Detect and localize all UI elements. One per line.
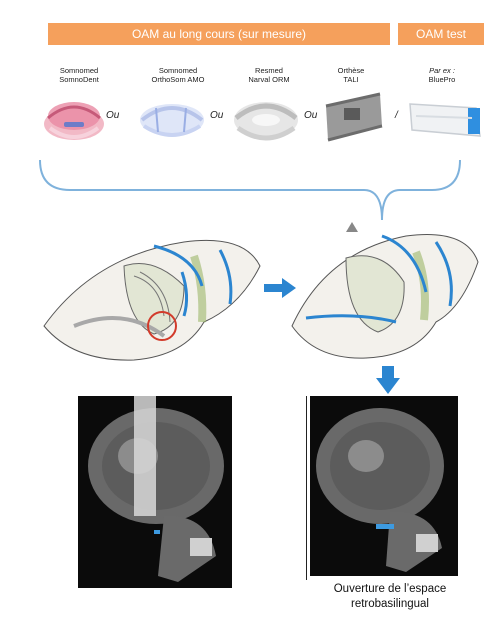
orthosom-device-image [140, 104, 204, 137]
bluepro-device-image [409, 103, 481, 137]
airflow-arrows-open [305, 234, 453, 324]
separator-slash: / [395, 110, 398, 121]
caption: Ouverture de l’espace retrobasilingual [333, 583, 447, 610]
device-label-bluepro: Par ex :BluePro [428, 66, 456, 84]
xray-after [310, 396, 458, 576]
airway-diagram-after [291, 222, 479, 359]
arrow-right-icon [264, 278, 296, 298]
xray-before [78, 396, 232, 588]
airway-marker-after [376, 524, 394, 529]
separator-ou-3: Ou [304, 110, 318, 121]
arrow-down-icon [376, 366, 400, 394]
airway-diagram-before [43, 239, 261, 361]
narval-device-image [234, 102, 298, 141]
airway-marker-before [154, 530, 160, 534]
airflow-arrows [153, 244, 233, 317]
somnodent-device-image [44, 102, 104, 140]
arrow-up-icon [346, 222, 358, 232]
separator-ou-1: Ou [106, 110, 120, 121]
header-custom-oam: OAM au long cours (sur mesure) [48, 23, 390, 45]
divider-line [306, 396, 307, 580]
tali-device-image [325, 92, 383, 142]
obstruction-circle [147, 311, 177, 341]
header-oam-test: OAM test [398, 23, 484, 45]
separator-ou-2: Ou [210, 110, 224, 121]
